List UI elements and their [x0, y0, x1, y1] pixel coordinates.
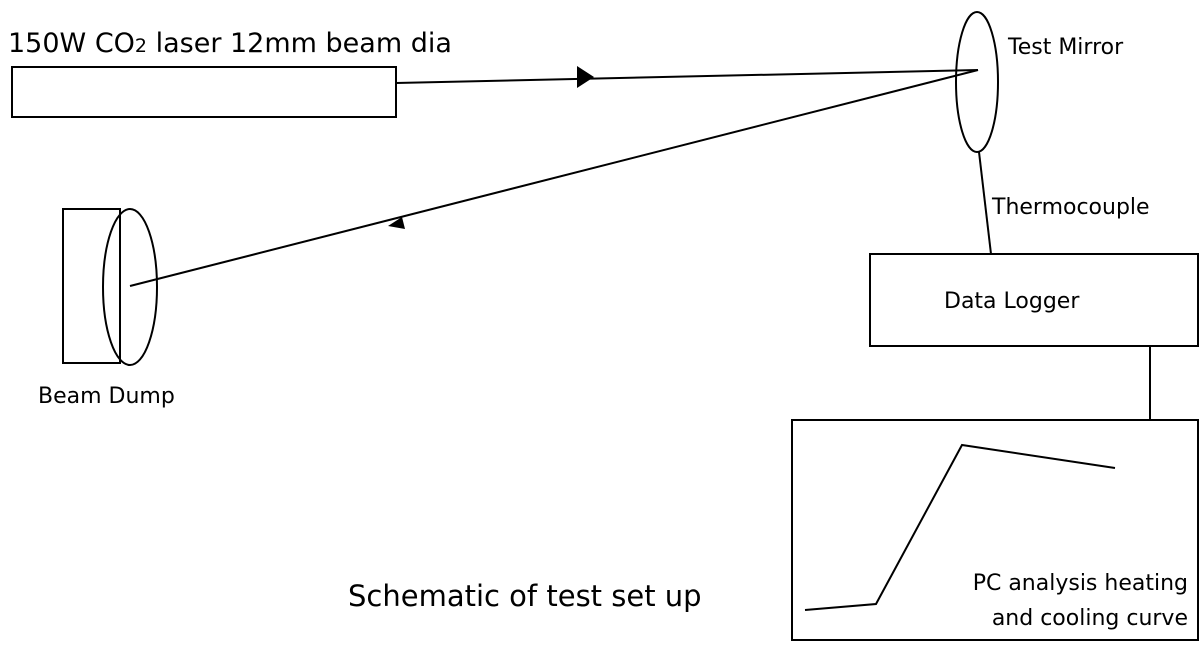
incident-beam-arrow-icon [577, 66, 594, 88]
caption: Schematic of test set up [348, 579, 702, 613]
pc-box [791, 419, 1199, 641]
beam-dump-box [62, 208, 121, 364]
test-mirror-label: Test Mirror [1007, 35, 1124, 60]
data-logger-box [869, 253, 1199, 347]
laser-label-suffix: laser 12mm beam dia [147, 28, 452, 59]
incident-beam [395, 69, 979, 84]
pc-label-line2: and cooling curve [992, 606, 1188, 631]
heating-cooling-curve [804, 443, 1116, 611]
laser-box [11, 66, 397, 118]
reflected-beam-arrow-icon [388, 217, 405, 229]
test-mirror [955, 11, 999, 153]
data-logger-label: Data Logger [944, 289, 1080, 314]
beam-dump-label: Beam Dump [38, 384, 175, 409]
laser-label-subscript: 2 [135, 35, 147, 57]
laser-label-prefix: 150W CO [8, 28, 135, 59]
pc-label-line1: PC analysis heating [973, 571, 1188, 596]
reflected-beam [129, 69, 979, 287]
beam-dump-lens [102, 208, 158, 366]
thermocouple-label: Thermocouple [991, 195, 1150, 220]
laser-label: 150W CO2 laser 12mm beam dia [8, 28, 452, 59]
thermocouple-wire [978, 151, 992, 255]
